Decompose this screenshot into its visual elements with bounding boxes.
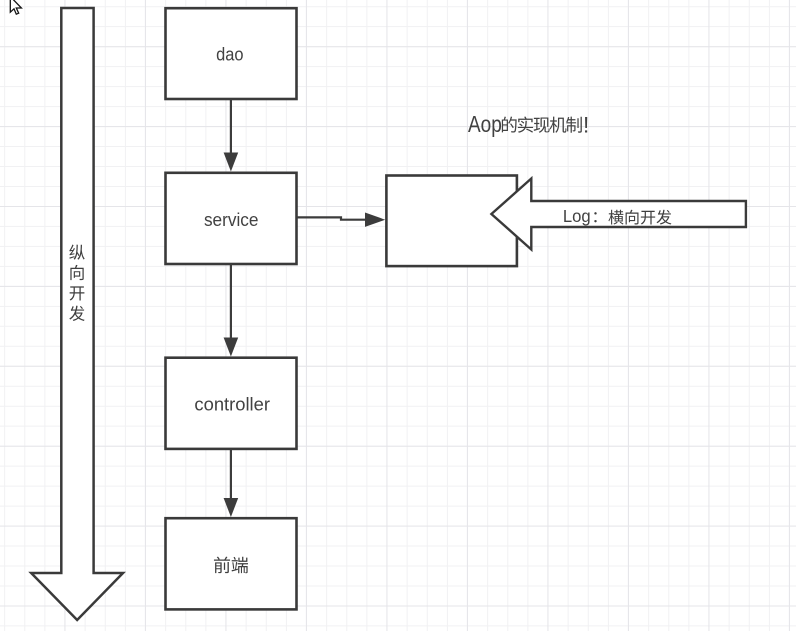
- svg-text:dao: dao: [216, 45, 243, 65]
- svg-text:controller: controller: [194, 395, 270, 415]
- svg-text:Aop: Aop: [468, 111, 502, 137]
- svg-text:!: !: [583, 112, 589, 137]
- svg-text:service: service: [204, 210, 259, 230]
- svg-text:Log: Log: [563, 206, 591, 226]
